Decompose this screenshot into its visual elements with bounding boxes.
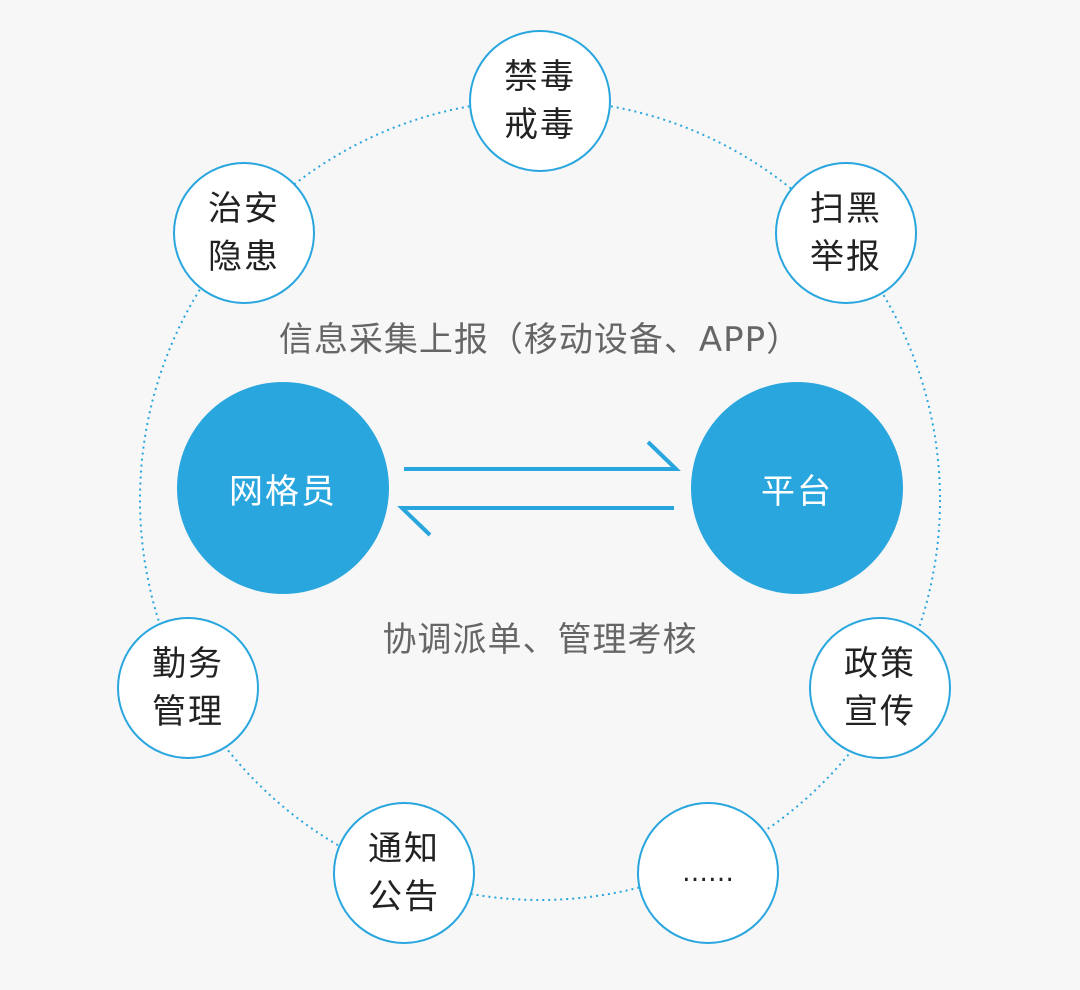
hub-platform: 平台 [691, 382, 903, 594]
node-duty-management: 勤务 管理 [117, 617, 259, 759]
node-gang-report-line1: 扫黑 [810, 189, 882, 229]
caption-info-report: 信息采集上报（移动设备、APP） [278, 320, 802, 360]
node-security-hazard: 治安 隐患 [173, 162, 315, 304]
node-gang-report: 扫黑 举报 [775, 162, 917, 304]
node-notice-line2: 公告 [368, 877, 440, 917]
node-duty-management-line2: 管理 [152, 692, 224, 732]
node-more: …… [637, 802, 779, 944]
node-policy-publicity-line1: 政策 [844, 644, 916, 684]
caption-dispatch-assessment: 协调派单、管理考核 [382, 620, 698, 660]
node-security-hazard-line1: 治安 [208, 189, 280, 229]
node-drug-control-line2: 戒毒 [504, 105, 576, 145]
node-drug-control: 禁毒 戒毒 [469, 30, 611, 172]
node-security-hazard-line2: 隐患 [208, 237, 280, 277]
node-policy-publicity: 政策 宣传 [809, 617, 951, 759]
node-policy-publicity-line2: 宣传 [844, 692, 916, 732]
node-more-ellipsis: …… [682, 858, 734, 888]
node-gang-report-line2: 举报 [810, 237, 882, 277]
node-notice-line1: 通知 [368, 829, 440, 869]
node-notice: 通知 公告 [333, 802, 475, 944]
arrow-to-grid-worker [397, 506, 674, 537]
arrow-to-platform [404, 440, 681, 471]
hub-grid-worker: 网格员 [177, 382, 389, 594]
node-drug-control-line1: 禁毒 [504, 57, 576, 97]
node-duty-management-line1: 勤务 [152, 644, 224, 684]
